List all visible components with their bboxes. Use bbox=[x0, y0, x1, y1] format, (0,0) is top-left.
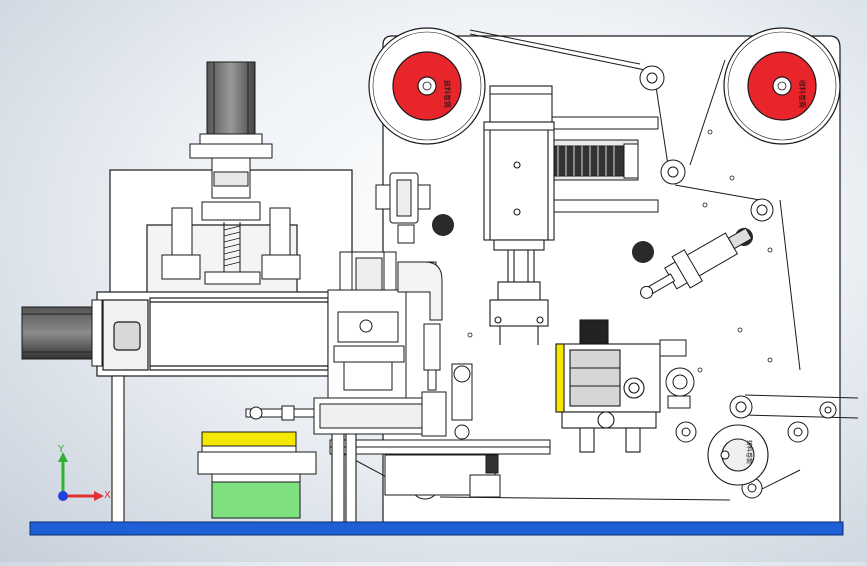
product-fixture bbox=[197, 431, 317, 519]
triad-x-label: X bbox=[104, 490, 111, 501]
labeling-head bbox=[555, 319, 661, 453]
horizontal-stepper-motor bbox=[21, 299, 103, 367]
angled-cylinder bbox=[640, 227, 753, 299]
tension-bracket bbox=[375, 172, 431, 244]
coordinate-triad bbox=[58, 452, 104, 501]
lead-screw bbox=[161, 207, 301, 285]
vertical-stepper-motor bbox=[189, 61, 273, 221]
base-rail bbox=[29, 521, 844, 536]
transfer-reel-label: 转料卷筒 bbox=[745, 440, 753, 464]
vertical-cylinder bbox=[483, 85, 555, 345]
rewind-reel bbox=[723, 27, 841, 145]
press-stage bbox=[245, 363, 473, 440]
transfer-reel bbox=[707, 424, 769, 486]
upper-linear-rail bbox=[547, 116, 659, 213]
peel-plate bbox=[329, 439, 551, 498]
unwind-reel bbox=[368, 27, 486, 145]
pressure-knob bbox=[659, 339, 695, 409]
horizontal-linear-module bbox=[96, 291, 353, 377]
rewind-reel-label: 收料卷筒 bbox=[798, 80, 807, 108]
unwind-reel-label: 放料卷筒 bbox=[443, 80, 452, 108]
triad-y-label: Y bbox=[57, 444, 65, 455]
z-axis-head bbox=[327, 251, 443, 401]
